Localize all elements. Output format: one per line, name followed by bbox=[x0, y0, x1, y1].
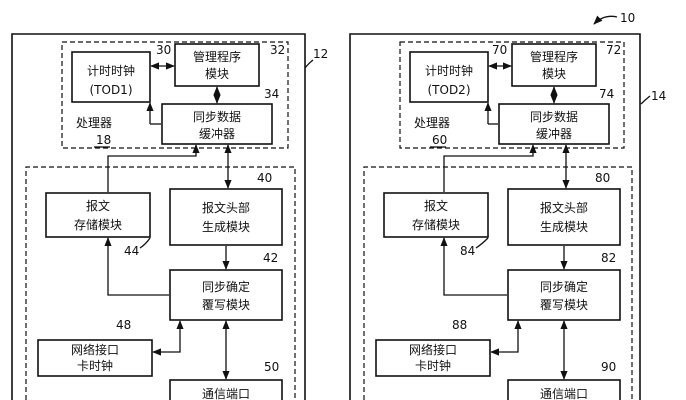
left-processor-region bbox=[61, 41, 289, 149]
left-header-label1: 报文头部 bbox=[202, 200, 250, 215]
left-store-ref-leader bbox=[139, 237, 151, 249]
right-link-nic-overwrite bbox=[490, 320, 522, 356]
figure-ref: 10 bbox=[620, 11, 635, 25]
right-nic-label2: 卡时钟 bbox=[415, 358, 451, 373]
right-lower-region bbox=[363, 166, 633, 400]
right-buffer-label1: 同步数据 bbox=[530, 109, 578, 124]
right-processor-label: 处理器 bbox=[414, 116, 450, 130]
right-module: 14 计时时钟 (TOD2) 70 管理程序 模块 72 同步数据 缓冲器 74… bbox=[349, 33, 666, 400]
left-store-box bbox=[45, 192, 151, 238]
right-store-box bbox=[383, 192, 489, 238]
left-link-nic-overwrite bbox=[152, 320, 184, 356]
left-overwrite-label1: 同步确定 bbox=[202, 279, 250, 294]
left-processor-label: 处理器 bbox=[76, 116, 112, 130]
right-header-box bbox=[507, 188, 621, 246]
left-overwrite-box bbox=[169, 269, 283, 321]
right-overwrite-label2: 覆写模块 bbox=[540, 298, 588, 312]
left-buffer-box bbox=[161, 103, 273, 145]
left-nic-box bbox=[37, 339, 153, 377]
right-manager-label1: 管理程序 bbox=[530, 49, 578, 64]
left-comm-label: 通信端口 bbox=[202, 387, 250, 400]
right-comm-box bbox=[507, 379, 621, 400]
left-lower-region bbox=[25, 166, 296, 400]
figure-ref-arrow bbox=[593, 15, 618, 25]
right-store-label1: 报文 bbox=[424, 198, 448, 213]
left-module-ref: 12 bbox=[313, 47, 328, 61]
right-processor-ref: 60 bbox=[432, 133, 447, 147]
right-clock-label: 计时时钟 bbox=[425, 63, 473, 78]
left-store-label1: 报文 bbox=[86, 198, 110, 213]
left-processor-ref: 18 bbox=[96, 133, 111, 147]
right-clock-sub: (TOD2) bbox=[427, 83, 470, 97]
right-manager-label2: 模块 bbox=[542, 67, 566, 81]
left-header-ref: 40 bbox=[257, 171, 272, 185]
left-header-box bbox=[169, 188, 283, 246]
left-clock-box bbox=[71, 51, 151, 103]
left-clock-ref: 30 bbox=[156, 43, 171, 57]
left-buffer-label1: 同步数据 bbox=[193, 109, 241, 124]
right-header-ref: 80 bbox=[595, 171, 610, 185]
right-buffer-ref: 74 bbox=[599, 87, 614, 101]
right-link-store-buffer bbox=[443, 144, 537, 192]
right-store-label2: 存储模块 bbox=[412, 217, 460, 232]
left-buffer-ref: 34 bbox=[264, 87, 279, 101]
right-store-ref: 84 bbox=[460, 244, 475, 258]
left-link-store-buffer bbox=[107, 144, 200, 192]
right-overwrite-ref: 82 bbox=[601, 251, 616, 265]
left-module-outline bbox=[11, 33, 306, 400]
right-link-overwrite-store bbox=[440, 237, 507, 296]
left-module-ref-leader bbox=[304, 59, 314, 69]
right-header-label2: 生成模块 bbox=[540, 220, 588, 234]
left-store-ref: 44 bbox=[124, 244, 139, 258]
left-comm-box bbox=[169, 379, 283, 400]
right-processor-region bbox=[399, 41, 625, 149]
right-nic-box bbox=[375, 339, 491, 377]
right-buffer-label2: 缓冲器 bbox=[536, 126, 572, 141]
left-comm-ref: 50 bbox=[264, 360, 279, 374]
right-overwrite-label1: 同步确定 bbox=[540, 279, 588, 294]
left-manager-box bbox=[174, 43, 260, 87]
left-store-label2: 存储模块 bbox=[74, 217, 122, 232]
left-manager-label2: 模块 bbox=[205, 67, 229, 81]
right-clock-ref: 70 bbox=[492, 43, 507, 57]
left-link-overwrite-store bbox=[104, 237, 169, 296]
right-clock-box bbox=[409, 51, 489, 103]
right-module-ref: 14 bbox=[651, 89, 666, 103]
right-header-label1: 报文头部 bbox=[540, 200, 588, 215]
right-store-ref-leader bbox=[475, 237, 489, 249]
left-manager-label1: 管理程序 bbox=[193, 49, 241, 64]
right-comm-ref: 90 bbox=[601, 360, 616, 374]
right-module-outline bbox=[349, 33, 641, 400]
right-overwrite-box bbox=[507, 269, 621, 321]
left-manager-ref: 32 bbox=[270, 43, 285, 57]
right-comm-label: 通信端口 bbox=[540, 387, 588, 400]
left-header-label2: 生成模块 bbox=[202, 220, 250, 234]
right-manager-box bbox=[511, 43, 597, 87]
right-nic-ref: 88 bbox=[452, 318, 467, 332]
right-manager-ref: 72 bbox=[606, 43, 621, 57]
left-overwrite-label2: 覆写模块 bbox=[202, 298, 250, 312]
left-module: 12 计时时钟 (TOD1) 30 管理程序 模块 32 同步数据 缓冲器 34… bbox=[11, 33, 328, 400]
left-nic-label2: 卡时钟 bbox=[77, 358, 113, 373]
right-module-ref-leader bbox=[640, 95, 651, 105]
right-nic-label1: 网络接口 bbox=[409, 342, 457, 357]
left-clock-label: 计时时钟 bbox=[87, 63, 135, 78]
right-buffer-box bbox=[498, 103, 610, 145]
left-clock-sub: (TOD1) bbox=[89, 83, 132, 97]
left-nic-label1: 网络接口 bbox=[71, 342, 119, 357]
left-nic-ref: 48 bbox=[116, 318, 131, 332]
left-overwrite-ref: 42 bbox=[263, 251, 278, 265]
left-buffer-label2: 缓冲器 bbox=[199, 126, 235, 141]
